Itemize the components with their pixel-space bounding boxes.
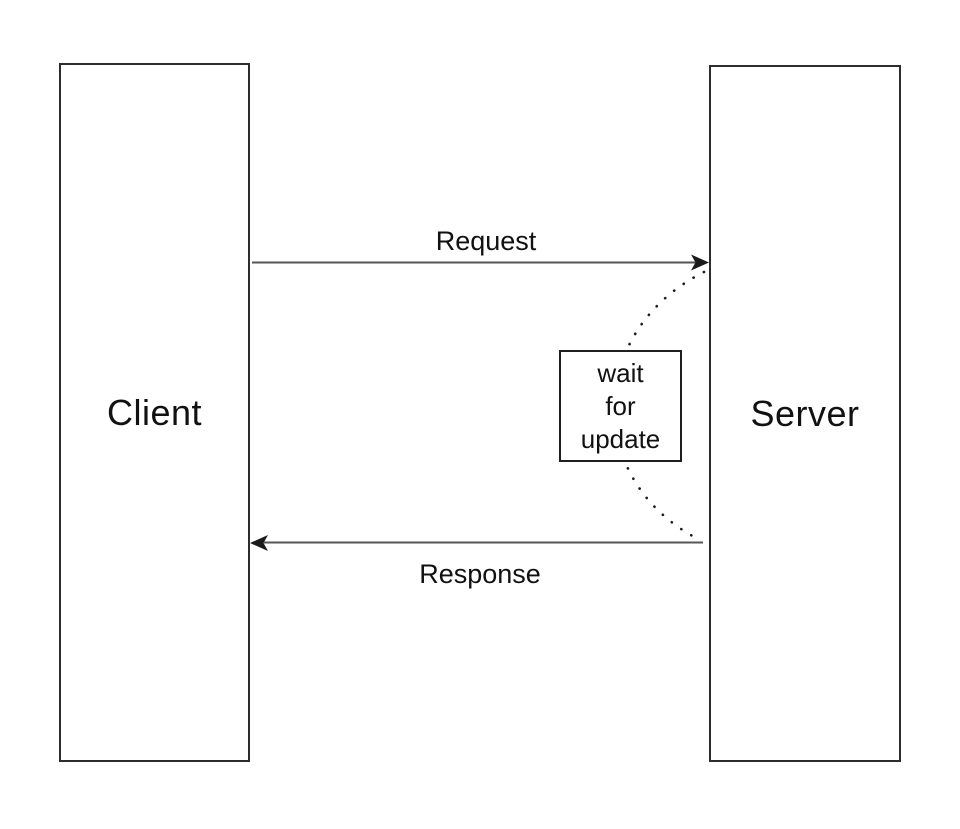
client-node-label: Client — [106, 391, 203, 433]
wait-box-line-3: update — [580, 423, 661, 454]
response-edge-label: Response — [419, 559, 541, 589]
response-arrowhead — [250, 535, 268, 551]
request-arrow — [252, 254, 709, 271]
server-node-label: Server — [750, 392, 860, 434]
request-arrowhead — [691, 254, 709, 271]
request-edge-label: Request — [435, 226, 537, 256]
response-arrow — [250, 535, 703, 551]
client-node: Client — [59, 63, 250, 762]
wait-box-line-2: for — [605, 390, 636, 421]
wait-box-line-1: wait — [597, 357, 644, 388]
server-node: Server — [709, 65, 901, 762]
wait-for-update-box: wait for update — [559, 350, 682, 462]
